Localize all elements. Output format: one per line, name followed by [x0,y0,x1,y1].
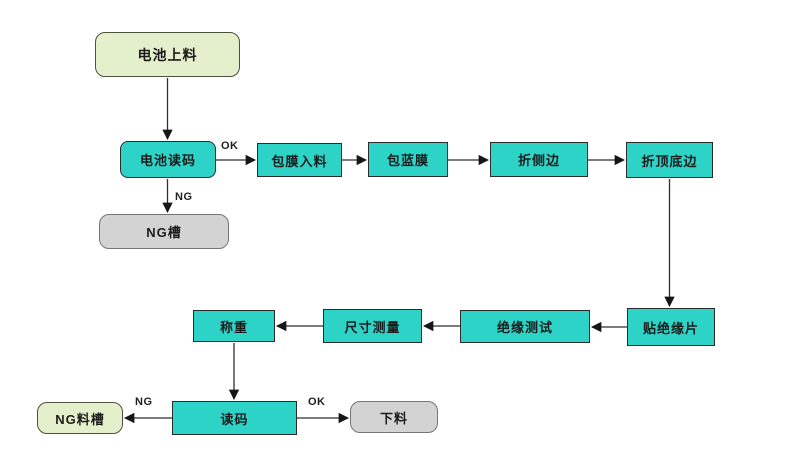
node-fold-side-edge: 折侧边 [490,142,588,177]
node-insulation-test: 绝缘测试 [460,310,590,343]
node-battery-loading: 电池上料 [95,32,240,77]
node-weighing: 称重 [193,310,275,342]
node-battery-code-read: 电池读码 [120,141,216,178]
node-blue-film-wrap: 包蓝膜 [368,142,448,177]
node-attach-insulation-sheet: 贴绝缘片 [627,308,715,346]
node-film-wrap-feed: 包膜入料 [257,143,342,177]
node-ng-slot: NG槽 [99,214,229,249]
node-fold-top-bottom-edge: 折顶底边 [626,142,713,178]
node-code-read: 读码 [172,401,297,435]
node-ng-material-slot: NG料槽 [37,402,123,434]
edge-label-ng-top: NG [175,191,193,203]
edge-label-ok-bottom: OK [308,396,326,408]
edge-label-ng-bottom: NG [135,396,153,408]
node-dimension-measure: 尺寸测量 [323,309,422,343]
edge-label-ok-top: OK [221,140,239,152]
node-unloading: 下料 [350,401,438,433]
